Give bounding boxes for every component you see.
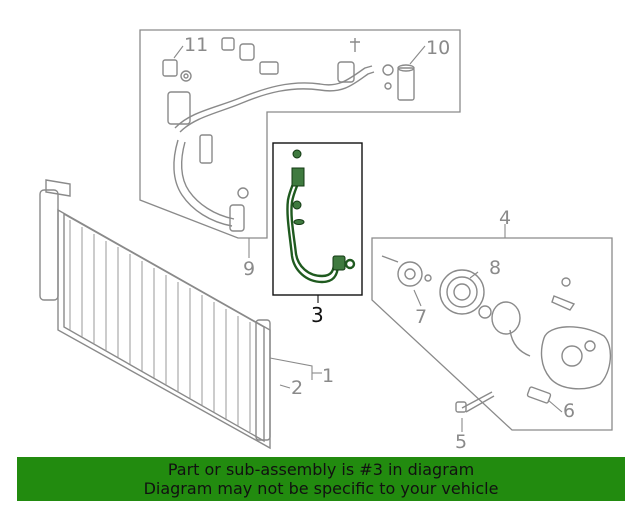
banner-line-1: Part or sub-assembly is #3 in diagram — [167, 460, 475, 479]
callout-5: 5 — [455, 431, 467, 453]
callout-2: 2 — [291, 377, 303, 399]
callout-9: 9 — [243, 258, 255, 280]
bolt-5 — [455, 391, 495, 432]
callout-4: 4 — [499, 207, 511, 229]
fitment-notice-banner: Part or sub-assembly is #3 in diagram Di… — [17, 457, 625, 501]
callout-10: 10 — [426, 37, 450, 59]
part-3-highlight-box — [272, 142, 363, 303]
callout-7: 7 — [415, 306, 427, 328]
callout-1: 1 — [322, 365, 334, 387]
condenser — [39, 179, 322, 450]
callout-8: 8 — [489, 257, 501, 279]
banner-line-2: Diagram may not be specific to your vehi… — [143, 479, 499, 498]
upper-hose-panel — [139, 29, 461, 258]
callout-3: 3 — [311, 303, 324, 327]
parts-diagram: 11 10 9 3 4 8 7 6 5 1 2 — [39, 29, 613, 453]
callout-6: 6 — [563, 400, 575, 422]
compressor-panel — [371, 224, 613, 431]
callout-11: 11 — [184, 34, 208, 56]
